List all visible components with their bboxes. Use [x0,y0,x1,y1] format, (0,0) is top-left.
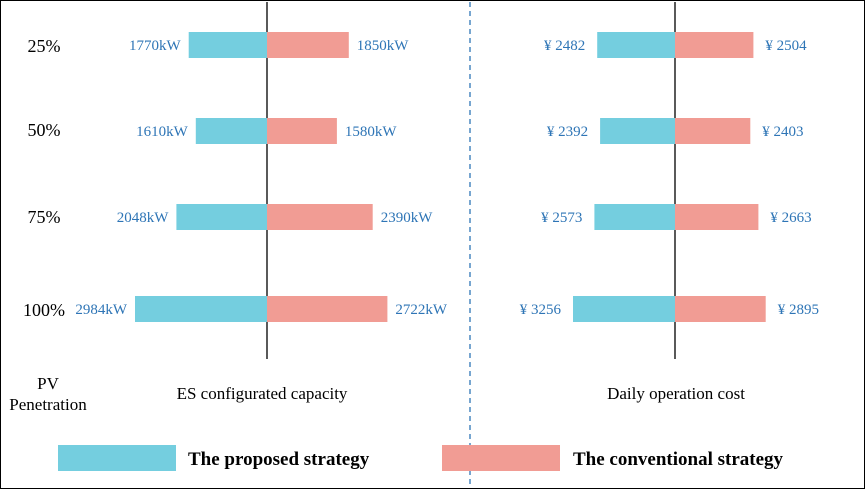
bar-conventional [675,296,766,322]
legend-swatch-proposed [58,445,176,471]
right-panel-title: Daily operation cost [607,384,745,403]
data-label: 1770kW [129,38,182,54]
data-label: 1850kW [357,38,410,54]
bar-conventional [267,118,337,144]
bar-conventional [267,296,388,322]
bar-conventional [675,32,754,58]
bar-proposed [594,204,675,230]
data-label: 1610kW [136,124,189,140]
bar-conventional [675,204,759,230]
data-label: 1580kW [345,124,398,140]
legend-swatch-conventional [442,445,560,471]
category-axis-title-line2: Penetration [9,395,87,414]
category-label: 50% [28,120,61,140]
bar-proposed [176,204,267,230]
data-label: ¥ 3256 [520,302,562,318]
data-label: ¥ 2392 [547,124,588,140]
data-label: ¥ 2403 [762,124,803,140]
data-label: ¥ 2504 [765,38,807,54]
category-label: 25% [28,36,61,56]
bar-conventional [267,32,349,58]
bar-conventional [267,204,373,230]
legend-label-proposed: The proposed strategy [188,449,370,470]
category-axis-title-line1: PV [37,374,59,393]
data-label: ¥ 2573 [541,210,582,226]
data-label: ¥ 2663 [770,210,811,226]
bar-proposed [600,118,675,144]
data-label: 2390kW [381,210,434,226]
bar-proposed [135,296,267,322]
bar-proposed [573,296,675,322]
data-label: 2048kW [117,210,170,226]
data-label: ¥ 2895 [778,302,819,318]
left-panel-title: ES configurated capacity [177,384,348,403]
bar-proposed [195,118,267,144]
bar-proposed [188,32,267,58]
data-label: 2984kW [75,302,128,318]
category-label: 100% [23,300,65,320]
data-label: ¥ 2482 [544,38,585,54]
legend-label-conventional: The conventional strategy [573,449,784,470]
bar-proposed [597,32,675,58]
data-label: 2722kW [395,302,448,318]
bar-conventional [675,118,751,144]
category-label: 75% [28,207,61,227]
